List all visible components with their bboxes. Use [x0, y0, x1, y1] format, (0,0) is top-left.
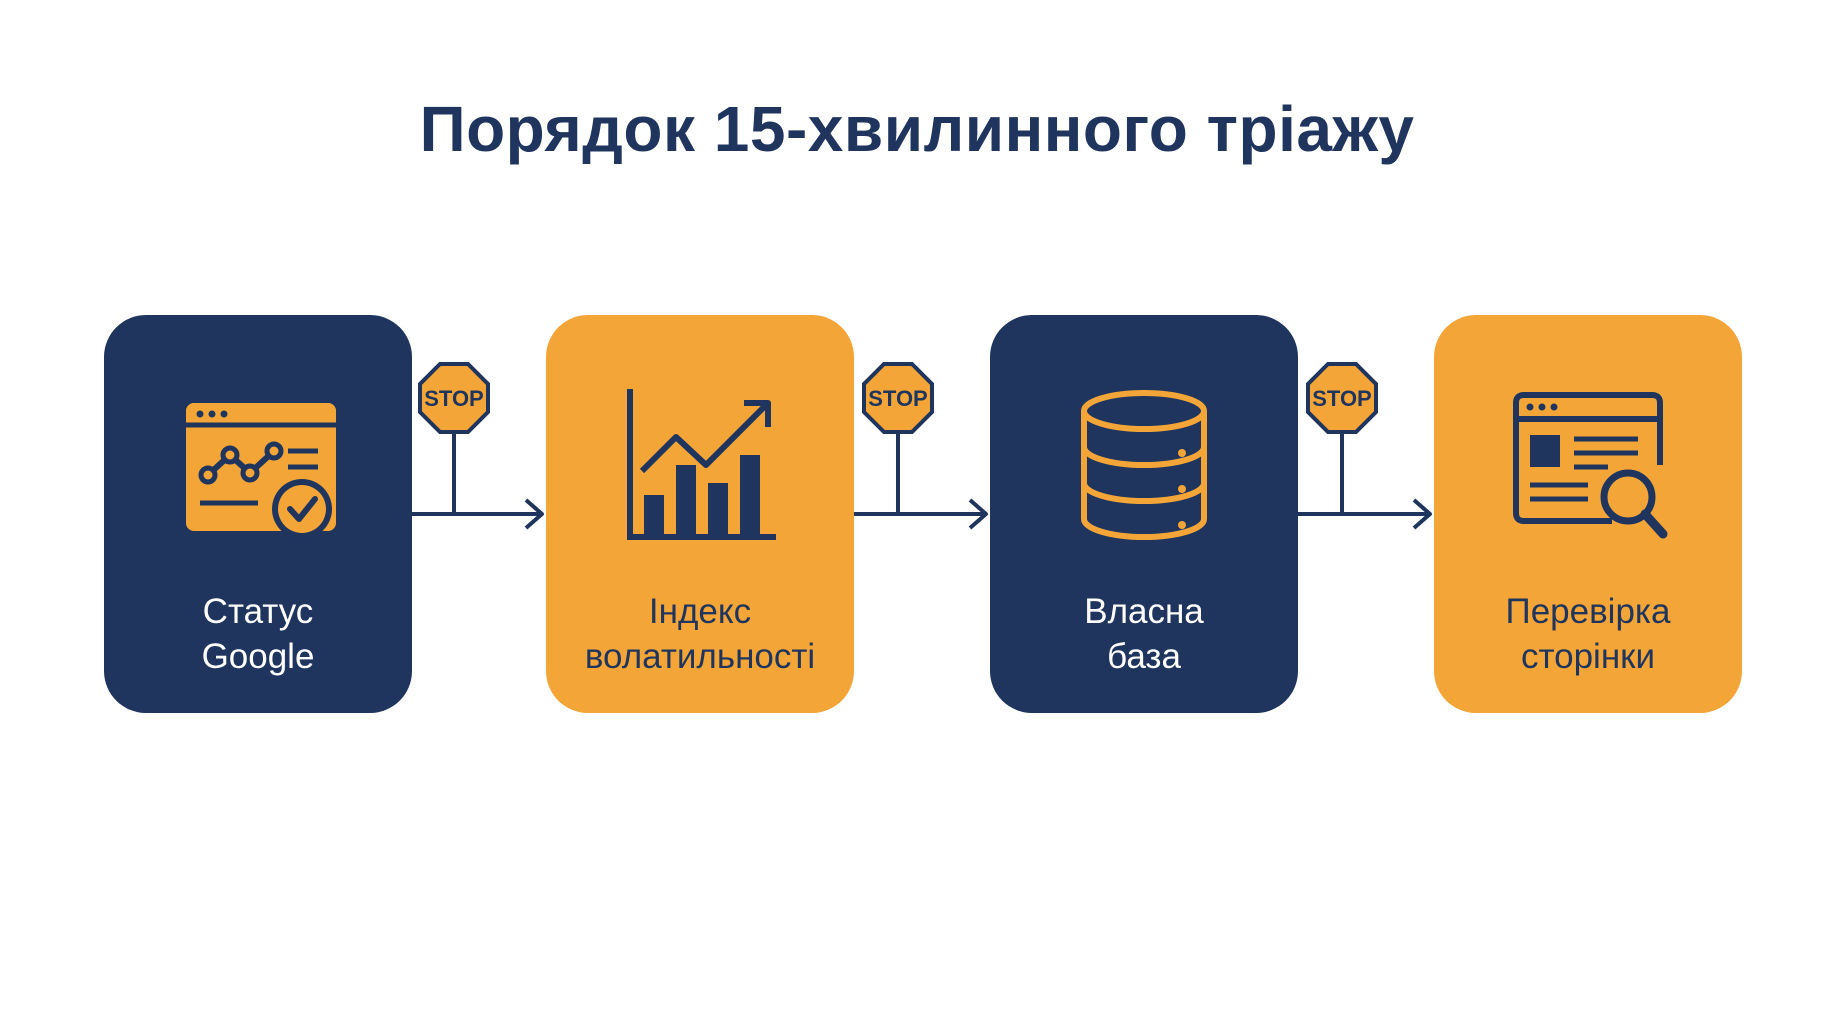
- step-label: Власна база: [1084, 592, 1204, 676]
- step-card-page-check: Перевірка сторінки: [1434, 315, 1742, 713]
- stop-connector-arrow: STOP: [854, 362, 988, 530]
- step-label: Статус Google: [201, 592, 315, 676]
- browser-analytics-check-icon: [186, 403, 336, 539]
- diagram-title: Порядок 15-хвилинного тріажу: [419, 93, 1415, 165]
- stop-connector-arrow: STOP: [410, 362, 544, 530]
- database-icon: [1081, 390, 1207, 540]
- step-card-own-database: Власна база: [990, 315, 1298, 713]
- step-label: Індекс волатильності: [584, 592, 816, 676]
- step-label: Перевірка сторінки: [1505, 592, 1671, 676]
- step-card-volatility-index: Індекс волатильності: [546, 315, 854, 713]
- browser-search-icon: [1513, 392, 1668, 539]
- stop-connector-arrow: STOP: [1298, 362, 1432, 530]
- bar-chart-trend-icon: [627, 389, 776, 540]
- stop-sign-text: STOP: [1312, 386, 1372, 411]
- stop-sign-text: STOP: [868, 386, 928, 411]
- stop-sign-text: STOP: [424, 386, 484, 411]
- step-card-google-status: Статус Google: [104, 315, 412, 713]
